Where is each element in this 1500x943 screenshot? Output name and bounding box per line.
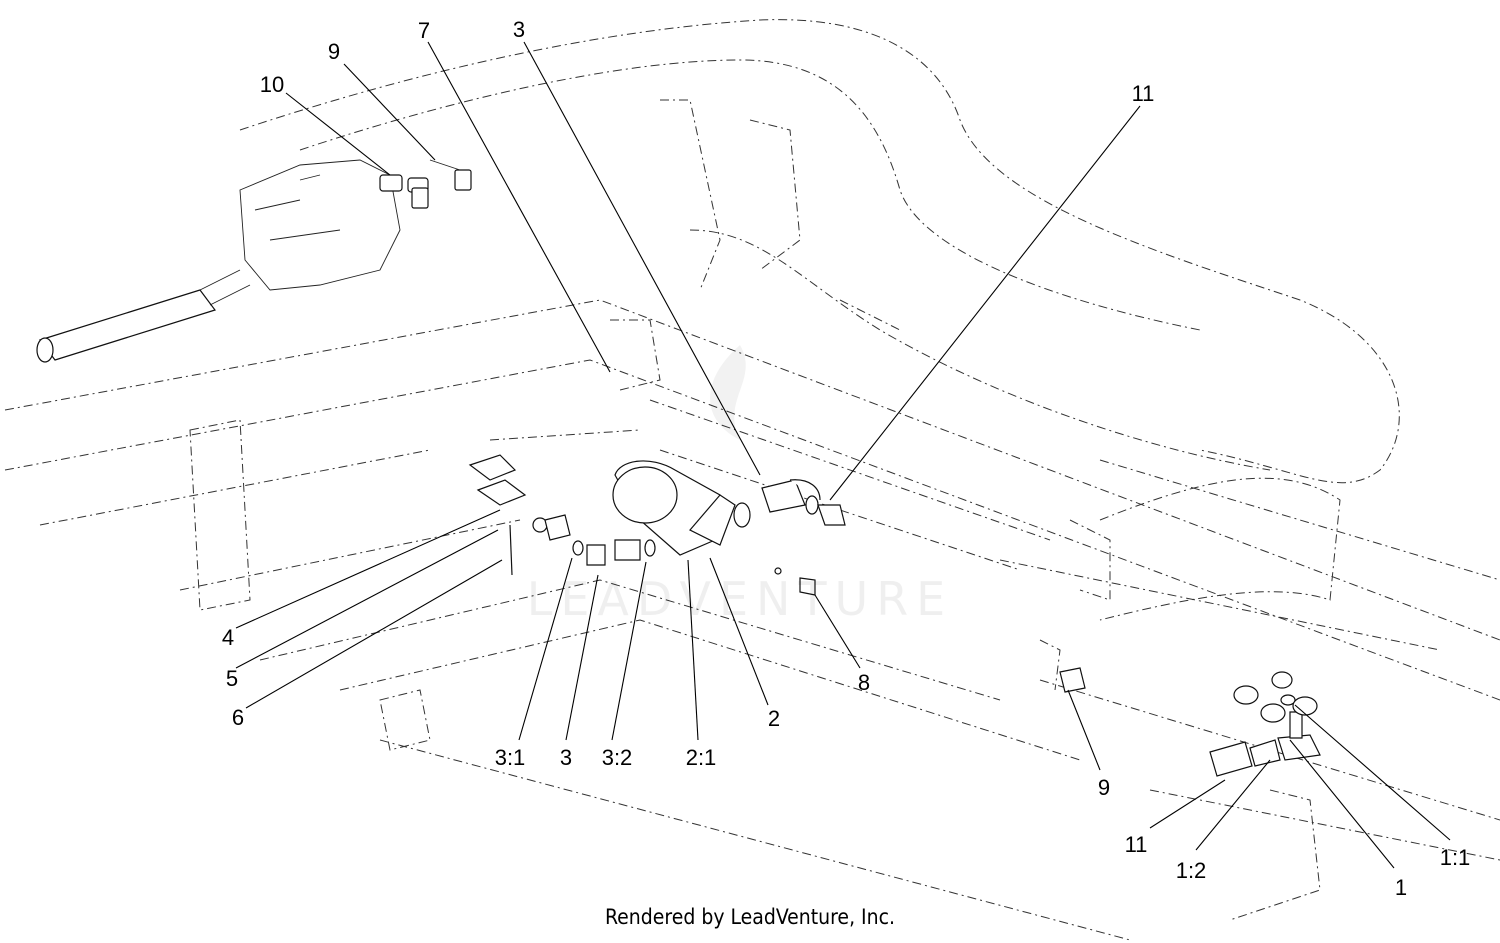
callout-3-2: 3:2 [602, 745, 633, 770]
leader-lines [235, 41, 1451, 869]
control-manifold [239, 159, 472, 291]
callout-9: 9 [328, 39, 340, 64]
callout-2: 2 [768, 706, 780, 731]
callout-1-2: 1:2 [1176, 858, 1207, 883]
fitting-9-lower [1059, 667, 1086, 693]
callout-8: 8 [858, 670, 870, 695]
callout-11-b: 11 [1125, 832, 1148, 857]
callout-7: 7 [418, 18, 430, 43]
callout-9-b: 9 [1098, 775, 1110, 800]
callout-1: 1 [1395, 875, 1407, 900]
watermark-text: LEADVENTURE [527, 572, 954, 626]
callout-3: 3 [513, 17, 525, 42]
callout-11: 11 [1132, 81, 1155, 106]
callout-5: 5 [226, 666, 238, 691]
callout-labels: 10 9 7 3 11 4 5 6 3:1 3 3:2 2:1 2 8 9 11… [222, 17, 1470, 900]
oil-filter [612, 460, 846, 556]
callout-3-b: 3 [560, 745, 572, 770]
footer-credit: Rendered by LeadVenture, Inc. [605, 905, 895, 929]
callout-10: 10 [260, 72, 284, 97]
hydraulic-cylinder [36, 269, 251, 363]
callout-6: 6 [232, 705, 244, 730]
callout-2-1: 2:1 [686, 745, 717, 770]
clamp-assembly [468, 454, 571, 576]
chassis-outline [4, 19, 1500, 941]
tee-fitting-assembly [1209, 671, 1321, 777]
callout-3-1: 3:1 [495, 745, 526, 770]
callout-4: 4 [222, 625, 234, 650]
watermark: LEADVENTURE [527, 345, 954, 626]
callout-1-1: 1:1 [1440, 845, 1471, 870]
